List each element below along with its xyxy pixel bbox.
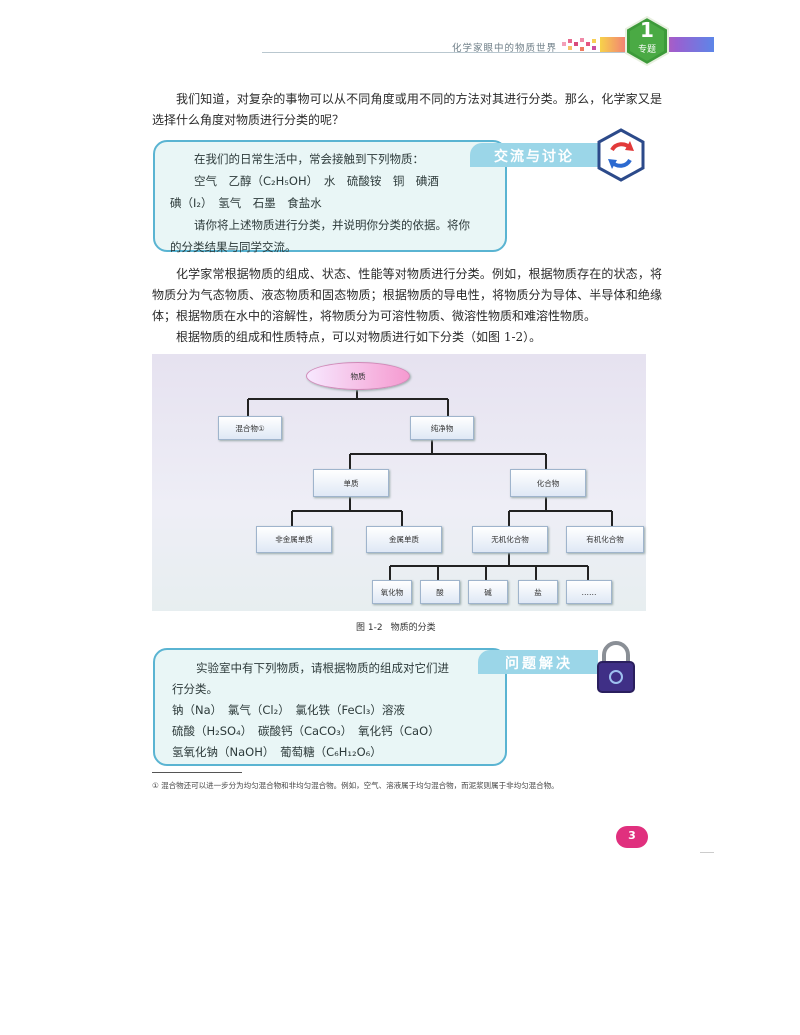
page-number-badge (616, 826, 648, 848)
padlock-icon (597, 641, 635, 693)
footnote: ① 混合物还可以进一步分为均匀混合物和非均匀混合物。例如，空气、溶液属于均匀混合… (152, 781, 559, 790)
node-inorganic-compound: 无机化合物 (472, 526, 548, 553)
figure-title: 物质的分类 (390, 623, 436, 633)
page-number: 3 (628, 829, 636, 842)
discussion-banner (470, 143, 620, 167)
node-salt: 盐 (518, 580, 558, 604)
discussion-title: 交流与讨论 (494, 149, 574, 165)
node-mixture: 混合物① (218, 416, 282, 440)
node-element: 单质 (313, 469, 389, 497)
node-acid: 酸 (420, 580, 460, 604)
problem-title: 问题解决 (505, 656, 573, 672)
body-paragraph-figure-ref: 根据物质的组成和性质特点，可以对物质进行如下分类（如图 1-2）。 (176, 330, 542, 344)
unit-label: 专题 (637, 45, 656, 55)
intro-paragraph: 我们知道，对复杂的事物可以从不同角度或用不同的方法对其进行分类。那么，化学家又是… (152, 92, 662, 127)
body-paragraph-classification: 化学家常根据物质的组成、状态、性能等对物质进行分类。例如，根据物质存在的状态，将… (152, 267, 662, 323)
discussion-line: 空气 乙醇（C₂H₅OH） 水 硫酸铵 铜 碘酒 (194, 174, 439, 188)
diagram-connectors (247, 388, 613, 580)
node-compound: 化合物 (510, 469, 586, 497)
figure-number: 图 1-2 (356, 623, 383, 633)
unit-number: 1 (640, 18, 654, 42)
problem-line: 氢氧化钠（NaOH） 葡萄糖（C₆H₁₂O₆） (172, 745, 382, 759)
node-nonmetal-element: 非金属单质 (256, 526, 332, 553)
margin-mark (700, 852, 714, 853)
exchange-arrows-icon (597, 128, 645, 182)
figure-caption: 图 1-2 物质的分类 (356, 620, 444, 633)
problem-text: 实验室中有下列物质，请根据物质的组成对它们进 行分类。 钠（Na） 氯气（Cl₂… (172, 658, 500, 763)
running-title: 化学家眼中的物质世界 (452, 43, 558, 54)
footnote-rule (152, 772, 242, 773)
discussion-line: 碘（I₂） 氢气 石墨 食盐水 (170, 196, 322, 210)
node-metal-element: 金属单质 (366, 526, 442, 553)
header-rule (262, 52, 630, 53)
discussion-line: 在我们的日常生活中，常会接触到下列物质： (194, 152, 424, 166)
unit-hexagon-badge (625, 16, 669, 66)
node-organic-compound: 有机化合物 (566, 526, 644, 553)
header-dots-decoration (562, 38, 596, 51)
node-base: 碱 (468, 580, 508, 604)
node-pure-substance: 纯净物 (410, 416, 474, 440)
node-more: …… (566, 580, 612, 604)
node-substance: 物质 (306, 362, 410, 390)
discussion-line: 的分类结果与同学交流。 (170, 240, 297, 254)
node-oxide: 氧化物 (372, 580, 412, 604)
problem-line: 行分类。 (172, 682, 218, 696)
problem-banner (478, 650, 598, 674)
problem-line: 钠（Na） 氯气（Cl₂） 氯化铁（FeCl₃）溶液 (172, 703, 405, 717)
discussion-text: 在我们的日常生活中，常会接触到下列物质： 空气 乙醇（C₂H₅OH） 水 硫酸铵… (170, 148, 500, 258)
problem-box (153, 648, 507, 766)
problem-line: 实验室中有下列物质，请根据物质的组成对它们进 (196, 661, 449, 675)
discussion-box (153, 140, 507, 252)
discussion-line: 请你将上述物质进行分类，并说明你分类的依据。将你 (194, 218, 470, 232)
problem-line: 硫酸（H₂SO₄） 碳酸钙（CaCO₃） 氧化钙（CaO） (172, 724, 440, 738)
